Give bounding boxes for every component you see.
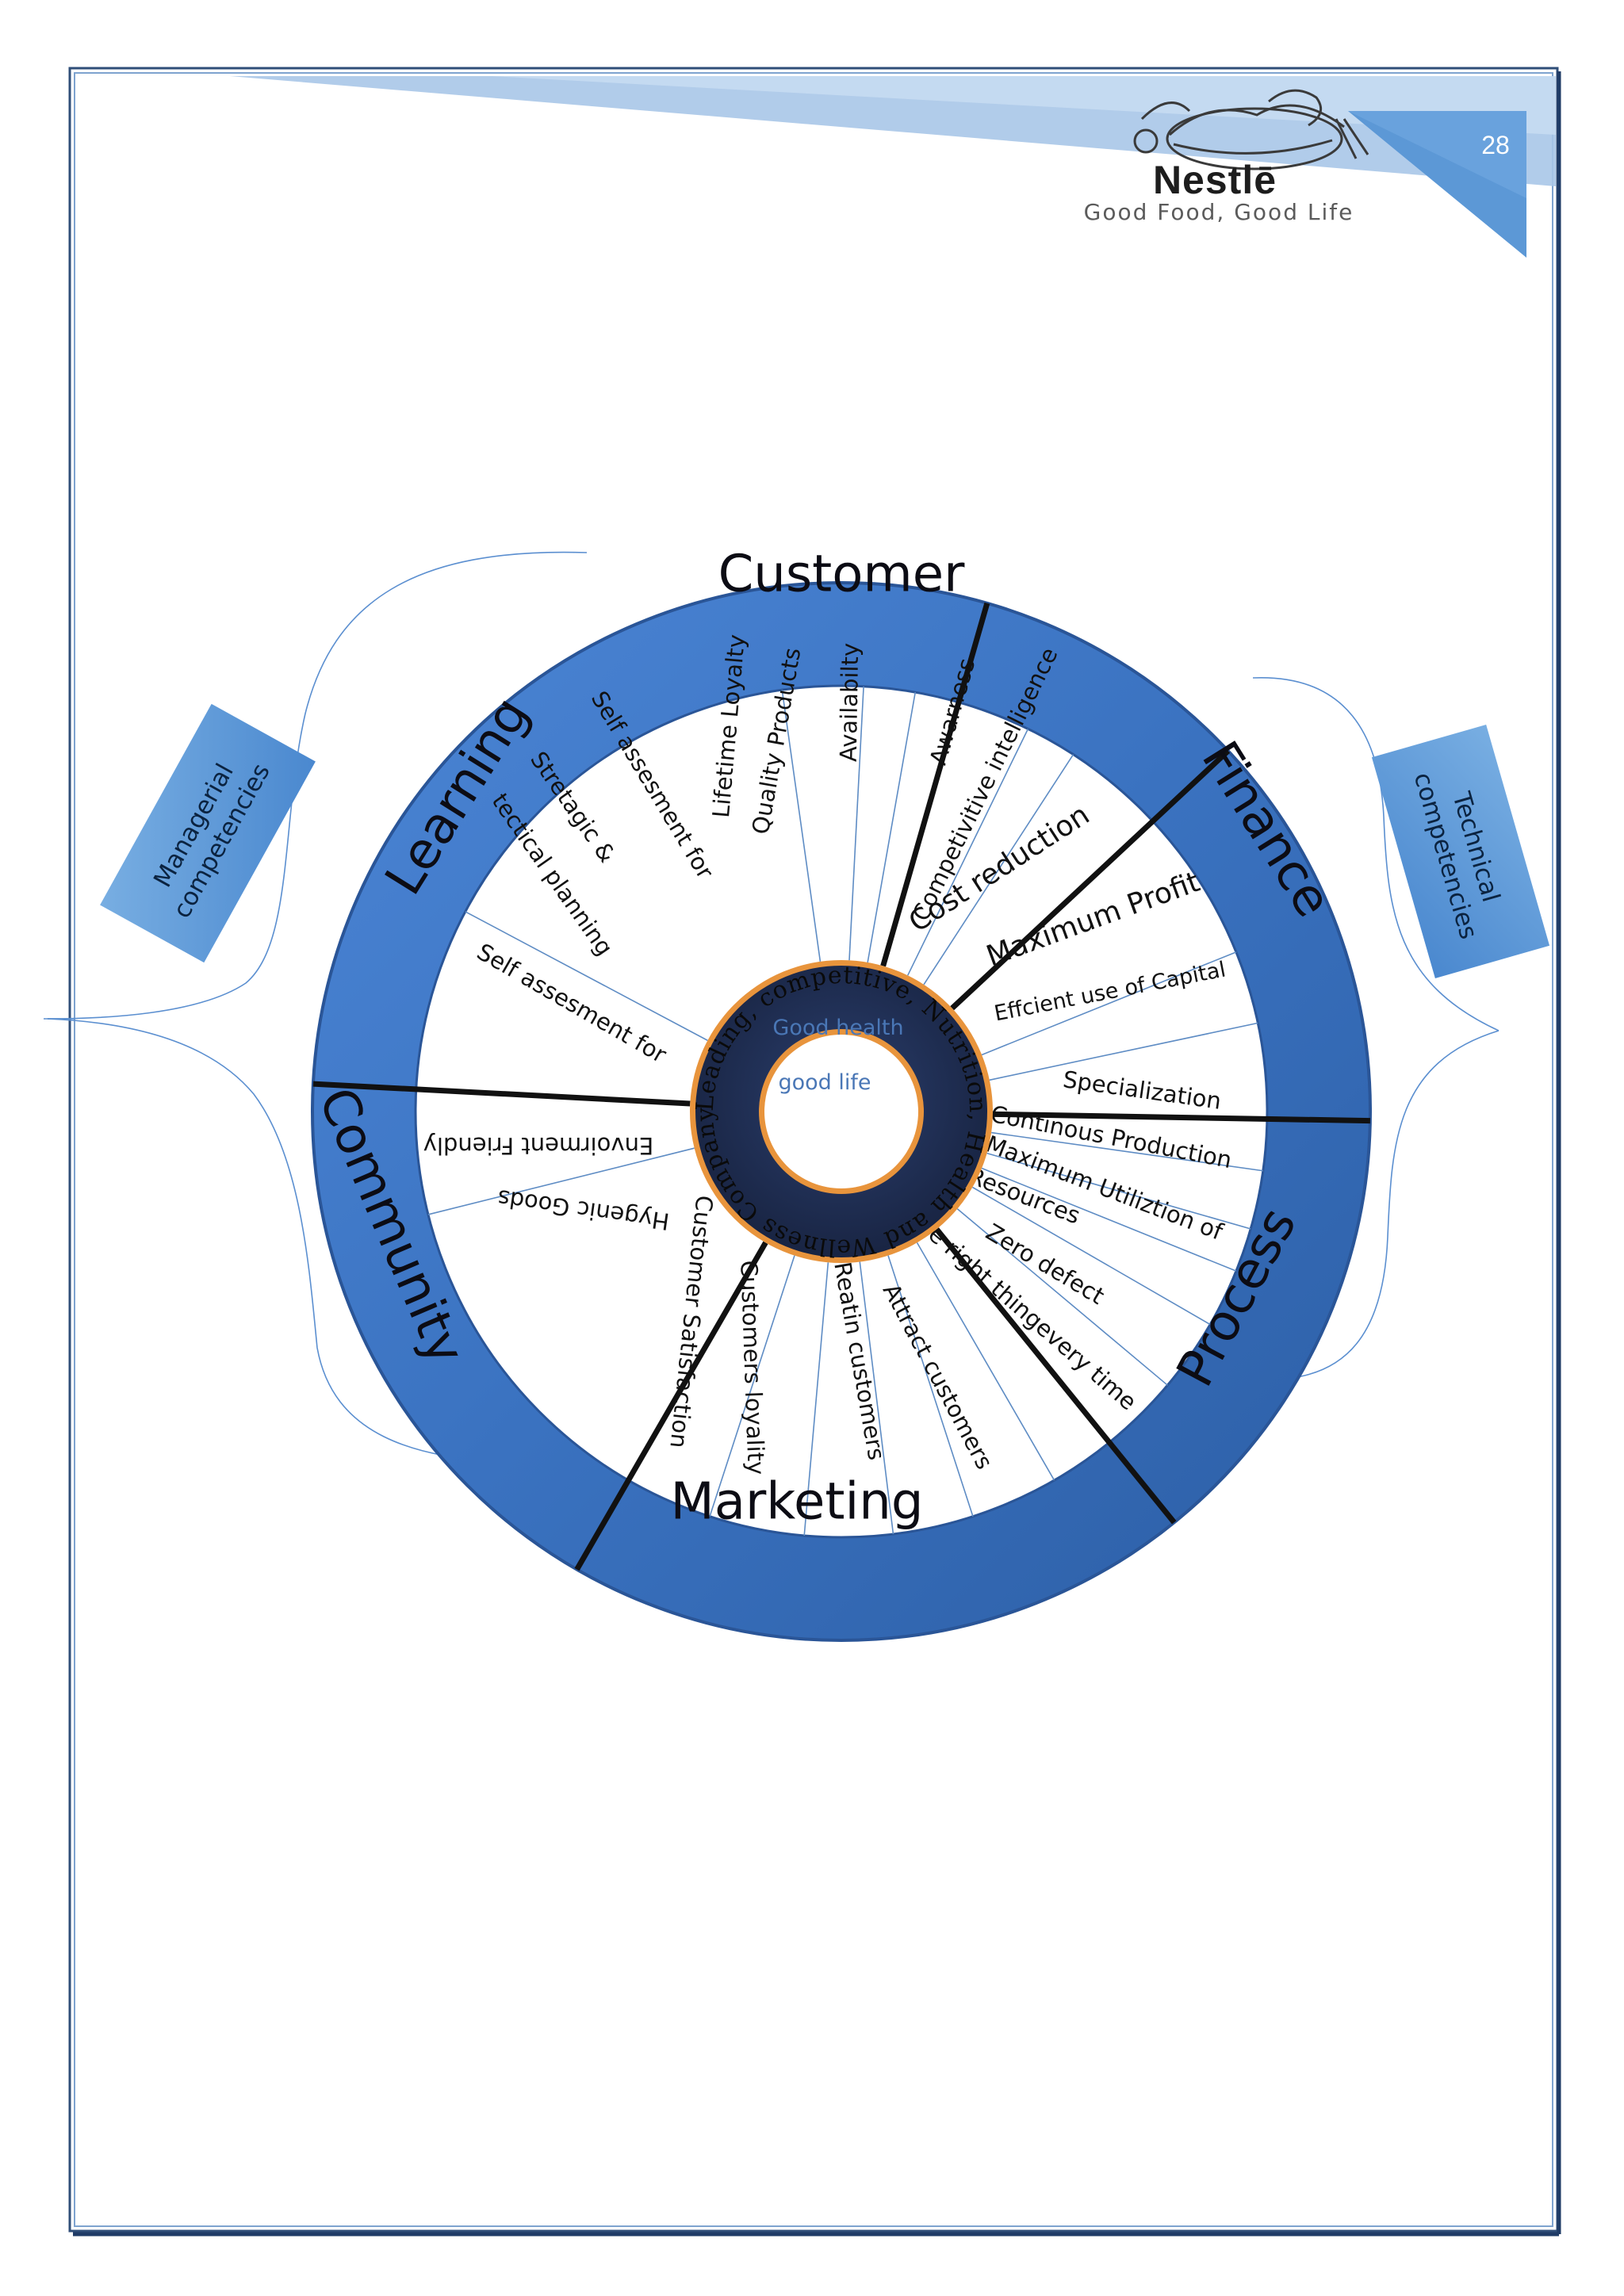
right-bracket-lower — [1268, 1030, 1500, 1380]
segment-divider-5 — [574, 1241, 768, 1571]
item-divider-5 — [923, 754, 1074, 985]
item-label-customer-3: Availabilty — [835, 643, 864, 763]
bird-nest-logo-icon — [1133, 89, 1369, 170]
item-divider-10 — [981, 1167, 1237, 1272]
item-label-community-2: Envoirment Friendly — [423, 1132, 654, 1159]
item-divider-13 — [916, 1242, 1055, 1481]
segment-divider-6 — [312, 1081, 691, 1107]
segment-divider-4 — [934, 1227, 1177, 1525]
center-text-line2: good life — [778, 1070, 871, 1095]
brand-wordmark: Nestlē — [1153, 158, 1277, 202]
left-bracket-lower — [47, 1018, 516, 1464]
item-divider-4 — [907, 728, 1029, 976]
item-divider-lines — [427, 686, 1263, 1536]
page-border-inner — [74, 72, 1553, 2227]
nestle-logo: Nestlē Good Food, Good Life — [1084, 89, 1369, 225]
segment-divider-lines — [312, 602, 1370, 1571]
segment-divider-3 — [992, 1111, 1370, 1124]
item-divider-7 — [989, 1022, 1258, 1081]
item-divider-18 — [427, 1147, 695, 1215]
item-divider-2 — [848, 686, 864, 961]
item-divider-3 — [867, 692, 917, 963]
item-divider-16 — [803, 1262, 829, 1536]
item-divider-6 — [981, 951, 1237, 1056]
item-divider-19 — [465, 911, 708, 1042]
item-divider-17 — [709, 1255, 795, 1517]
item-divider-8 — [991, 1131, 1263, 1172]
left-bracket-upper — [47, 551, 588, 1020]
segment-divider-2 — [950, 748, 1231, 1011]
item-divider-11 — [972, 1186, 1211, 1326]
item-divider-14 — [887, 1255, 974, 1517]
right-bracket-upper — [1252, 677, 1500, 1031]
wheel: CustomerFinanceProcessMarketingCommunity… — [307, 545, 1372, 1642]
segment-label-customer: Customer — [718, 545, 966, 604]
outer-ring-edge — [311, 581, 1372, 1642]
center-text-line1: Good health — [772, 1016, 903, 1040]
page-number: 28 — [1481, 131, 1510, 159]
segment-divider-1 — [880, 602, 990, 967]
item-divider-12 — [956, 1208, 1168, 1386]
header-triangle-highlight — [1348, 111, 1526, 198]
managerial-competencies-box: Managerial competencies — [100, 703, 316, 963]
item-divider-15 — [859, 1261, 894, 1535]
center-disc — [764, 1035, 918, 1188]
technical-competencies-box: Technical competencies — [1371, 724, 1550, 979]
segment-label-marketing: Marketing — [671, 1473, 924, 1532]
competency-brackets — [44, 551, 1500, 1464]
item-divider-1 — [781, 690, 822, 962]
item-divider-9 — [986, 1152, 1251, 1230]
brand-tagline: Good Food, Good Life — [1084, 199, 1354, 225]
